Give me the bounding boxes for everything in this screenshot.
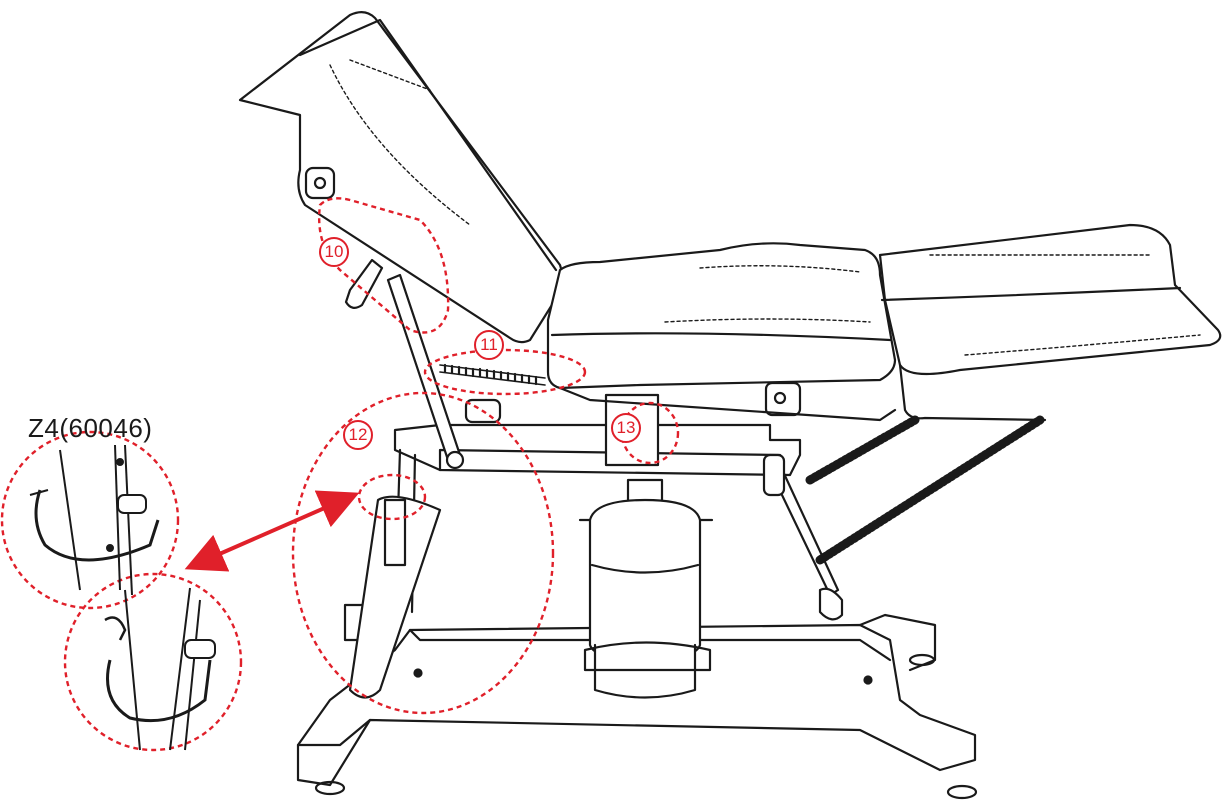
spring: [439, 364, 546, 386]
zoom-clip-top-drawing: [29, 444, 160, 596]
callout-12-region: [291, 391, 555, 715]
callout-11-marker: 11: [474, 330, 504, 360]
seat-cushion: [546, 242, 897, 422]
callout-12-marker: 12: [343, 420, 373, 450]
footrest-lever: [762, 453, 844, 621]
zoom-clip-bottom-drawing: [104, 587, 216, 751]
detail-arrow: [184, 490, 360, 572]
lift-pedal-lever: [348, 495, 442, 699]
detail-zoom-bottom: [63, 572, 243, 752]
back-cushion: [238, 11, 563, 344]
detail-zoom-top: [0, 430, 180, 610]
part-number-label: Z4(60046): [28, 413, 153, 443]
callout-10-marker: 10: [319, 237, 349, 267]
callout-12-detail-region: [357, 473, 427, 521]
callout-13-marker: 13: [611, 413, 641, 443]
backrest-lever: [344, 258, 465, 470]
hydraulic-cylinder: [578, 478, 714, 699]
legrest-rails: [805, 415, 1045, 565]
callout-11-region: [423, 348, 587, 396]
leg-cushion: [878, 223, 1222, 422]
